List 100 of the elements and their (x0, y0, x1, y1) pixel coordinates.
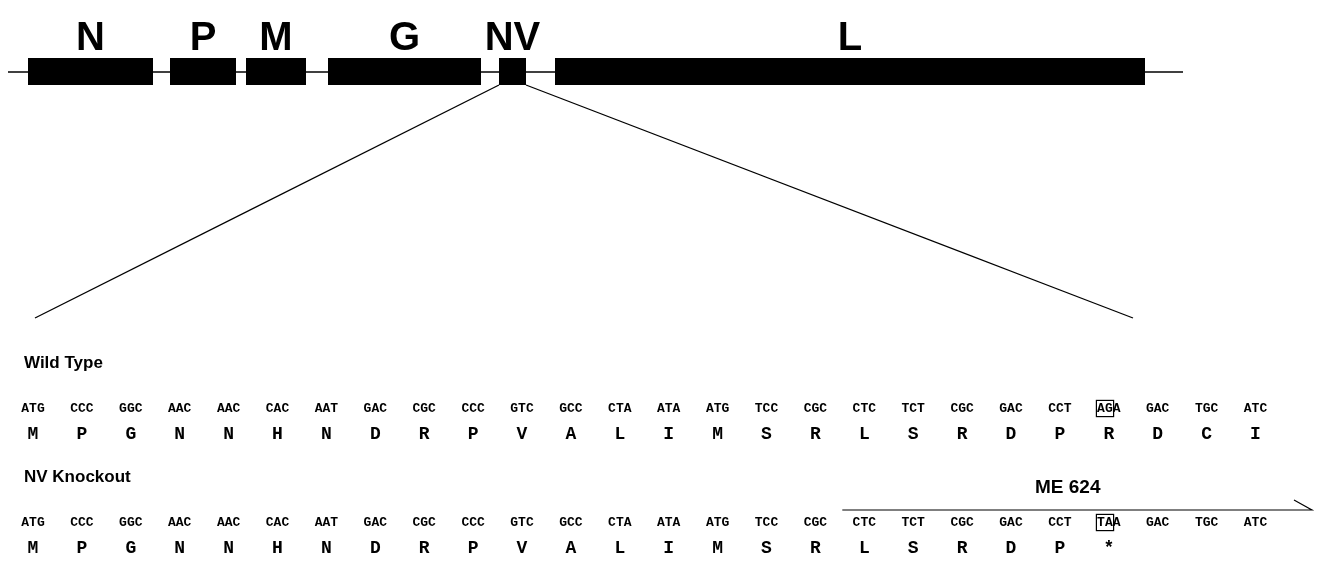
amino-acid: L (857, 424, 871, 444)
gene-label: N (76, 16, 105, 56)
amino-acid: M (711, 424, 724, 444)
sequence-heading: Wild Type (24, 353, 103, 373)
primer-label: ME 624 (1035, 476, 1101, 498)
amino-acid: S (906, 424, 920, 444)
amino-acid: G (124, 538, 138, 558)
gene-label: M (259, 16, 293, 56)
codon: TCT (900, 401, 926, 417)
codon: GTC (509, 401, 535, 417)
codon: GGC (118, 515, 144, 531)
codon: AAT (313, 515, 340, 531)
codon: TGC (1193, 515, 1220, 531)
codon: CCC (460, 515, 486, 531)
codon: TCC (753, 401, 780, 417)
sequence-heading: NV Knockout (24, 467, 131, 487)
codon: CAC (264, 515, 291, 531)
codon: GCC (558, 515, 584, 531)
codon: ATA (656, 515, 682, 531)
amino-acid: R (809, 538, 822, 558)
amino-acid: D (368, 538, 382, 558)
codon: ATG (704, 401, 731, 417)
codon: CGC (802, 401, 829, 417)
codon: GAC (998, 401, 1024, 417)
codon: CAC (264, 401, 291, 417)
codon: TGC (1193, 401, 1220, 417)
amino-acid: M (26, 538, 40, 558)
amino-acid: D (368, 424, 382, 444)
codon: ATG (704, 515, 731, 531)
codon: CTC (851, 401, 877, 417)
amino-acid: G (124, 424, 138, 444)
amino-acid: R (955, 424, 969, 444)
amino-acid: P (1053, 424, 1067, 444)
amino-acid: V (515, 424, 529, 444)
amino-acid: L (857, 538, 871, 558)
amino-acid: N (222, 538, 235, 558)
amino-acid: D (1004, 424, 1018, 444)
amino-acid: P (466, 424, 480, 444)
codon: CGC (949, 401, 975, 417)
codon: CCT (1047, 515, 1073, 531)
amino-acid: N (320, 538, 333, 558)
codon: ATG (20, 401, 46, 417)
amino-acid: R (417, 538, 431, 558)
codon: AAC (167, 515, 193, 531)
amino-acid: R (955, 538, 969, 558)
codon: GGC (118, 401, 144, 417)
codon: CGC (411, 515, 437, 531)
amino-acid: V (515, 538, 529, 558)
amino-acid: M (711, 538, 724, 558)
amino-acid: N (320, 424, 333, 444)
amino-acid: R (1102, 424, 1116, 444)
amino-acid: H (271, 424, 284, 444)
amino-acid: P (466, 538, 480, 558)
codon: CGC (949, 515, 975, 531)
amino-acid: A (564, 424, 578, 444)
codon: ATA (656, 401, 682, 417)
codon: GAC (1145, 401, 1171, 417)
gene-label: NV (484, 16, 541, 56)
amino-acid: P (75, 424, 89, 444)
codon: GAC (1145, 515, 1171, 531)
amino-acid: I (662, 424, 676, 444)
amino-acid: M (26, 424, 40, 444)
codon: ATC (1242, 515, 1269, 531)
codon: CTC (851, 515, 877, 531)
amino-acid: R (417, 424, 431, 444)
codon: CCC (69, 401, 95, 417)
codon: CGC (802, 515, 829, 531)
codon: TCT (900, 515, 926, 531)
amino-acid: D (1004, 538, 1018, 558)
codon: CCC (69, 515, 95, 531)
codon: ATG (20, 515, 46, 531)
amino-acid: D (1151, 424, 1165, 444)
codon: GAC (362, 401, 388, 417)
codon: AAC (215, 515, 242, 531)
codon: CTA (607, 515, 633, 531)
codon: CCT (1047, 401, 1073, 417)
codon: GAC (362, 515, 388, 531)
codon: AAC (215, 401, 242, 417)
amino-acid: N (173, 538, 187, 558)
codon: AAC (167, 401, 193, 417)
amino-acid: I (1249, 424, 1262, 444)
codon: CGC (411, 401, 437, 417)
zoom-line (525, 84, 1134, 319)
amino-acid: H (271, 538, 284, 558)
codon: TCC (753, 515, 780, 531)
amino-acid: A (564, 538, 578, 558)
amino-acid: L (613, 424, 627, 444)
amino-acid: I (662, 538, 676, 558)
amino-acid: S (760, 538, 773, 558)
codon: GCC (558, 401, 584, 417)
codon: GAC (998, 515, 1024, 531)
amino-acid: S (760, 424, 773, 444)
gene-label: G (388, 16, 421, 56)
codon: CCC (460, 401, 486, 417)
zoom-line (34, 84, 500, 319)
amino-acid: S (906, 538, 920, 558)
amino-acid: R (809, 424, 822, 444)
codon: ATC (1242, 401, 1269, 417)
amino-acid: N (173, 424, 187, 444)
gene-label: L (837, 16, 863, 56)
